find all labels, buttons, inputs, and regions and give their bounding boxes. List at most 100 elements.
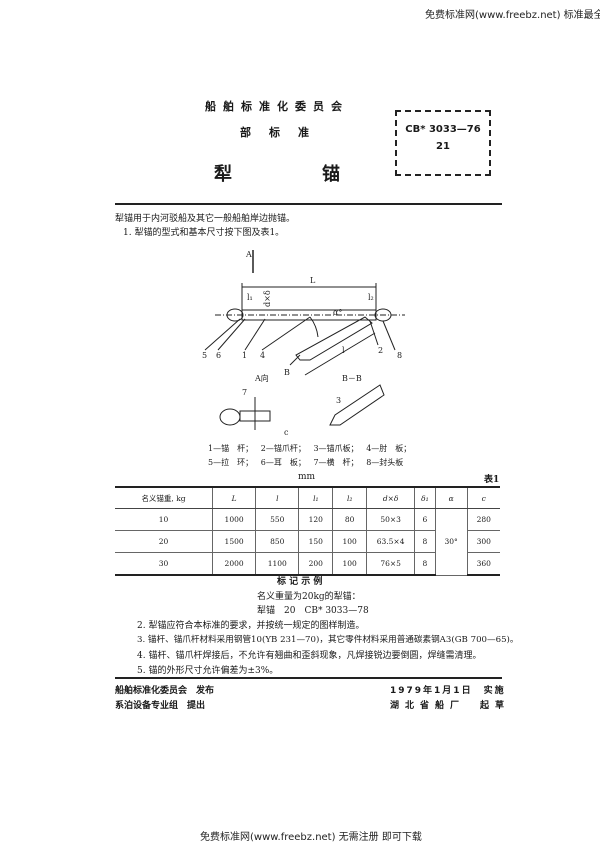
- col-header: L: [211, 486, 256, 509]
- label-alpha: α°: [333, 308, 342, 317]
- alpha-arc: [309, 316, 319, 338]
- table-cell: 50×3: [366, 508, 415, 531]
- standard-code-box: CB* 3033—76 21: [395, 110, 491, 176]
- table-cell: 1500: [211, 530, 256, 553]
- part-3: 3: [336, 396, 341, 405]
- table-cell: 550: [255, 508, 299, 531]
- label-c: c: [284, 428, 289, 437]
- table-cell: 8: [414, 530, 436, 553]
- label-L: L: [310, 276, 316, 285]
- table-header-row: 名义锚重, kg L l l₁ l₂ d×δ δ₁ α c: [115, 486, 500, 509]
- standard-type: 部标准: [240, 126, 327, 139]
- example-line-1: 名义重量为20kg的犁锚：: [257, 592, 361, 602]
- table-cell: 300: [466, 530, 500, 553]
- col-header: 名义锚重, kg: [115, 486, 213, 509]
- col-header: l₂: [332, 486, 367, 509]
- committee-name: 船舶标准化委员会: [205, 100, 349, 113]
- table-cell: 200: [298, 552, 333, 576]
- col-header: c: [466, 486, 500, 509]
- legend-item: 1—锚 杆；: [208, 444, 254, 453]
- col-header: d×δ: [366, 486, 415, 509]
- title-left: 犁: [214, 164, 232, 185]
- item-4: 4. 锚杆、锚爪杆焊接后，不允许有翘曲和歪斜现象，凡焊接锐边要倒圆，焊缝需清理。: [137, 651, 482, 661]
- table-cell: 150: [298, 530, 333, 553]
- alpha-cell: 30°: [434, 508, 468, 576]
- part-2: 2: [378, 346, 383, 355]
- table-cell: 63.5×4: [366, 530, 415, 553]
- table-cell: 20: [115, 530, 213, 553]
- col-header: α: [434, 486, 468, 509]
- table-cell: 76×5: [366, 552, 415, 576]
- footer-rule: [115, 677, 502, 679]
- label-A: A: [245, 250, 252, 259]
- table-cell: 1000: [211, 508, 256, 531]
- part-4: 4: [260, 351, 265, 360]
- drafter: 湖北省船厂 起草: [390, 701, 511, 711]
- table-cell: 120: [298, 508, 333, 531]
- standard-code: CB* 3033—76: [405, 124, 481, 135]
- publisher: 船舶标准化委员会 发布: [115, 686, 215, 696]
- table-unit: mm: [298, 472, 316, 482]
- table-cell: 8: [414, 552, 436, 576]
- part-5: 5: [202, 351, 207, 360]
- legend-item: 7—横 杆；: [313, 458, 359, 467]
- legend-item: 4—肘 板；: [366, 444, 412, 453]
- legend-row-2: 5—拉 环； 6—耳 板； 7—横 杆； 8—封头板: [208, 457, 403, 468]
- table-cell: 80: [332, 508, 367, 531]
- effective-date: 1979年1月1日 实施: [390, 686, 506, 696]
- legend-item: 2—锚爪杆；: [260, 444, 306, 453]
- table-cell: 100: [332, 530, 367, 553]
- view-a-ring: [219, 408, 241, 426]
- table-cell: 2000: [211, 552, 256, 576]
- label-l1: l₁: [247, 293, 253, 302]
- fluke-shank: [295, 316, 373, 361]
- label-l2: l₂: [368, 293, 374, 302]
- table-cell: 360: [466, 552, 500, 576]
- label-d: d×δ: [263, 290, 272, 307]
- col-header: l: [255, 486, 299, 509]
- title-right: 锚: [322, 164, 340, 185]
- table-cell: 100: [332, 552, 367, 576]
- table-cell: 850: [255, 530, 299, 553]
- part-7: 7: [242, 388, 247, 397]
- label-l: l: [342, 346, 345, 355]
- col-header: l₁: [298, 486, 333, 509]
- table-cell: 1100: [255, 552, 299, 576]
- legend-item: 3—锚爪板；: [313, 444, 359, 453]
- part-8: 8: [397, 351, 402, 360]
- legend-item: 5—拉 环；: [208, 458, 254, 467]
- view-a-label: A向: [254, 373, 269, 383]
- table-cell: 6: [414, 508, 436, 531]
- table-cell: 10: [115, 508, 213, 531]
- table-cell: 30: [115, 552, 213, 576]
- header-rule: [115, 203, 502, 205]
- legend-item: 8—封头板: [366, 458, 404, 467]
- item-1: 1. 犁锚的型式和基本尺寸按下图及表1。: [123, 228, 285, 238]
- watermark-bottom[interactable]: 免费标准网(www.freebz.net) 无需注册 即可下载: [200, 832, 422, 843]
- example-heading: 标 记 示 例: [277, 577, 323, 587]
- page-number: 21: [436, 141, 450, 152]
- view-bb-label: B－B: [342, 374, 362, 383]
- item-2: 2. 犁锚应符合本标准的要求，并按统一规定的图样制造。: [137, 621, 365, 631]
- item-5: 5. 锚的外形尺寸允许偏差为±3%。: [137, 666, 279, 676]
- intro-text: 犁锚用于内河驳船及其它一般船舶岸边抛锚。: [115, 214, 296, 224]
- dim-l: [304, 332, 376, 376]
- label-B: B: [284, 368, 290, 377]
- table-cell: 280: [466, 508, 500, 531]
- table-label: 表1: [484, 475, 500, 485]
- col-header: δ₁: [414, 486, 436, 509]
- legend-item: 6—耳 板；: [260, 458, 306, 467]
- part-6: 6: [216, 351, 221, 360]
- part-1: 1: [242, 351, 247, 360]
- item-3: 3. 锚杆、锚爪杆材料采用钢管10(YB 231—70)，其它零件材料采用普通碳…: [137, 635, 519, 645]
- legend-row-1: 1—锚 杆； 2—锚爪杆； 3—锚爪板； 4—肘 板；: [208, 443, 411, 454]
- anchor-drawing: A L l₁ l₂ d×δ α° l B c 5 6 1 4 2 8 7 3 A…: [202, 250, 405, 437]
- watermark-top[interactable]: 免费标准网(www.freebz.net) 标准最全面: [425, 10, 600, 21]
- fluke-plate: [329, 384, 385, 426]
- proposer: 系泊设备专业组 提出: [115, 701, 206, 711]
- example-line-2: 犁锚 20 CB* 3033—78: [257, 606, 369, 616]
